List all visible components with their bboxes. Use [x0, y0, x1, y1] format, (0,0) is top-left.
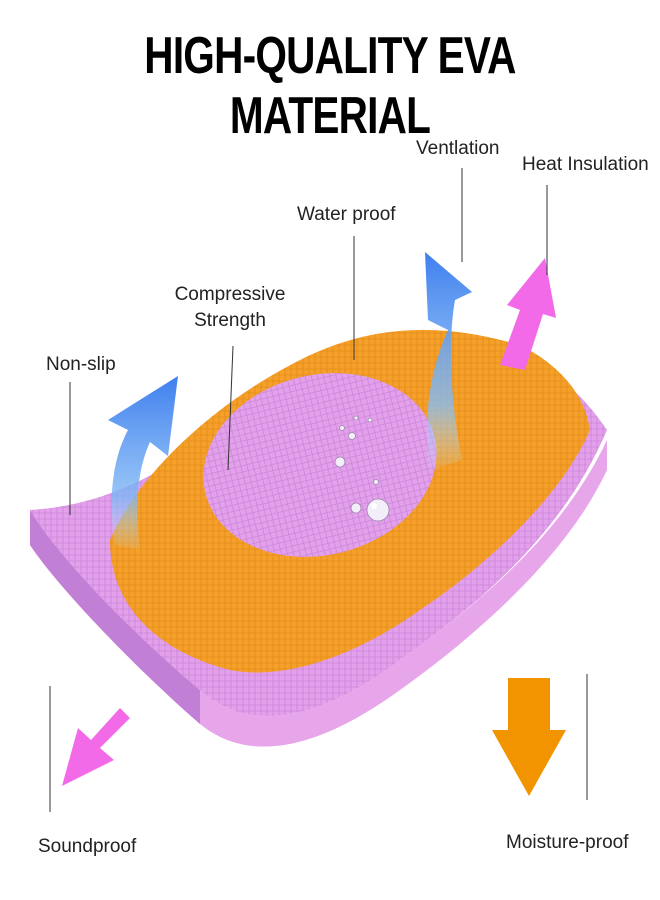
label-compressive-line1: Compressive: [174, 284, 286, 305]
ventilation-arrow-icon: [425, 252, 472, 470]
label-water-proof: Water proof: [297, 204, 396, 225]
label-compressive-strength: Compressive Strength: [170, 282, 290, 334]
label-ventilation: Ventlation: [416, 138, 500, 159]
page-title: HIGH-QUALITY EVA MATERIAL: [144, 27, 516, 145]
non-slip-arrow-icon: [108, 376, 178, 550]
moisture-proof-arrow-icon: [492, 678, 566, 796]
heat-insulation-arrow-icon: [500, 258, 556, 370]
label-compressive-line2: Strength: [194, 310, 266, 331]
mat-side-face-left: [30, 510, 200, 724]
leader-lines: [49, 168, 588, 812]
soundproof-arrow-icon: [62, 708, 130, 786]
leader-compressive: [227, 345, 234, 471]
water-drops-icon: [334, 415, 390, 522]
label-moisture-proof: Moisture-proof: [506, 832, 629, 853]
label-soundproof: Soundproof: [38, 836, 137, 857]
label-non-slip: Non-slip: [46, 354, 116, 375]
label-heat-insulation: Heat Insulation: [522, 154, 649, 175]
